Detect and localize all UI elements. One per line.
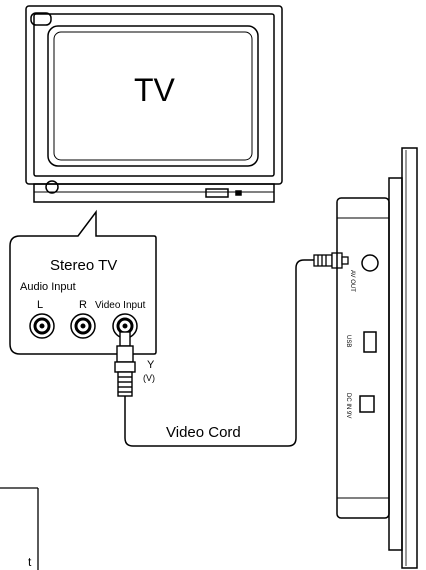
av-out-jack-icon	[361, 254, 379, 272]
video-cord	[124, 259, 316, 447]
plug-label-v: (V)	[143, 373, 155, 383]
callout-title: Stereo TV	[50, 257, 117, 274]
right-channel-label: R	[79, 299, 87, 311]
tv-screen-label: TV	[134, 72, 176, 108]
dc-in-port-icon	[359, 395, 375, 413]
left-audio-jack-icon	[29, 313, 55, 339]
callout-bubble	[9, 209, 157, 355]
corner-note-text: t	[28, 555, 32, 569]
plug-label-y: Y	[147, 359, 155, 371]
device-frame	[401, 147, 418, 569]
device-bezel	[388, 177, 403, 551]
dc-in-label: DC IN 9V	[345, 393, 351, 418]
av-out-label: AV OUT	[349, 270, 355, 292]
usb-label: USB	[345, 335, 351, 347]
left-channel-label: L	[37, 299, 43, 311]
device-plug-icon	[313, 252, 349, 269]
tv-panel-light-icon	[235, 190, 242, 196]
tv-screen-inner	[53, 31, 253, 161]
tv-panel-button-icon	[205, 188, 229, 198]
right-audio-jack-icon	[70, 313, 96, 339]
media-player-device	[336, 147, 418, 569]
tv-base	[33, 183, 275, 203]
tv-indicator-icon	[30, 12, 52, 26]
tv-knob-icon	[45, 180, 59, 194]
video-input-label: Video Input	[95, 300, 146, 311]
tv-set	[25, 5, 283, 203]
tv-bezel	[33, 13, 275, 177]
rca-plug-icon	[114, 331, 136, 397]
audio-input-label: Audio Input	[20, 281, 76, 293]
tv-screen	[47, 25, 259, 167]
usb-port-icon	[363, 331, 377, 353]
corner-note-box	[0, 487, 39, 570]
device-body	[336, 197, 390, 519]
video-cord-label: Video Cord	[166, 424, 241, 441]
